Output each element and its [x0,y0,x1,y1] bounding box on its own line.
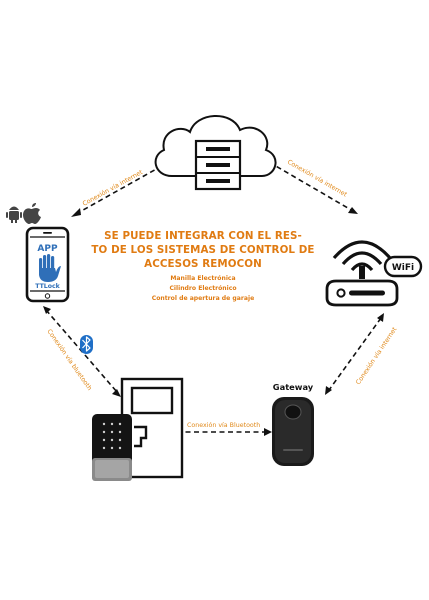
arrowhead-cloud-router-b [348,207,358,214]
wifi-badge-icon: WiFi [383,255,423,278]
edge-label-router-gateway: Conexión vía internet [354,325,399,386]
android-icon [6,206,22,223]
bluetooth-icon [80,335,93,354]
arrowhead-phone-lock-a [43,306,51,314]
arrowhead-phone-lock-b [112,389,121,397]
gateway-label: Gateway [273,382,314,392]
server-icon [194,139,242,191]
apple-icon [23,203,41,224]
headline-line-2: TO DE LOS SISTEMAS DE CONTROL DE [91,244,315,256]
keypad-lock-icon [92,414,132,481]
arrow-router-to-gateway [328,317,382,391]
edge-label-phone-cloud: Conexión vía internet [81,168,144,208]
arrow-cloud-to-router [261,157,354,212]
arrowhead-gateway-lock-a [264,428,272,436]
headline-line-1: SE PUEDE INTEGRAR CON EL RES- [104,230,302,242]
list-item: Control de apertura de garaje [151,295,255,302]
app-brand: TTLock [35,283,60,290]
hand-icon [39,254,61,282]
arrowhead-router-gateway-a [377,313,384,322]
router-icon [325,240,399,307]
gateway-device-icon [272,397,314,466]
headline-line-3: ACCESOS REMOCON [144,258,262,270]
list-item: Cilindro Electrónico [169,285,237,292]
arrowhead-router-gateway-b [325,386,332,395]
app-label: APP [37,244,58,254]
compatible-systems-list: Manilla Electrónica Cilindro Electrónico… [128,274,278,304]
integration-headline: SE PUEDE INTEGRAR CON EL RES- TO DE LOS … [78,229,328,271]
edge-label-cloud-router: Conexión vía internet [286,158,349,199]
list-item: Manilla Electrónica [170,275,236,282]
arrowhead-phone-cloud-a [71,208,81,217]
wifi-label: WiFi [392,263,414,273]
edge-label-gateway-lock: Conexión vía Bluetooth [187,421,260,429]
